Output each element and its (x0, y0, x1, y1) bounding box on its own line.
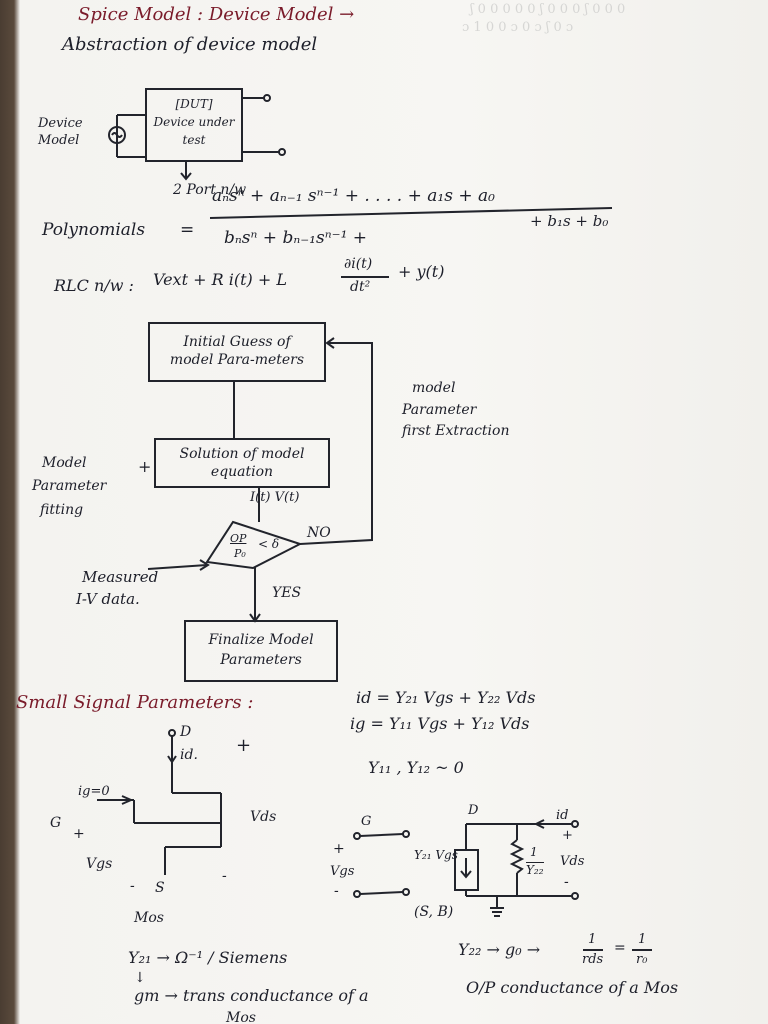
dut-box-title: [DUT] (175, 97, 213, 111)
flow-box-finalize: Finalize Model Parameters (184, 620, 338, 682)
mos-plus-top: + (236, 735, 252, 756)
two-port-label: 2 Port n/w (173, 182, 247, 198)
ac-source-icon (108, 126, 126, 144)
dut-box: [DUT] Device under test (145, 88, 243, 162)
right-note-line: first Extraction (402, 423, 510, 439)
mos-vds-label: Vds (250, 809, 277, 825)
equiv-gate-label: G (361, 814, 372, 829)
diamond-op: OP (230, 532, 247, 545)
left-note-line: fitting (40, 502, 84, 518)
equiv-minus: - (334, 883, 339, 899)
small-signal-eq: Y₁₁ , Y₁₂ ~ 0 (368, 758, 464, 777)
frac2-num: 1 (638, 932, 647, 947)
left-note-plus: + (138, 457, 152, 476)
polynomial-denominator-tail: + b₁s + b₀ (530, 212, 609, 230)
op-conductance: O/P conductance of a Mos (466, 978, 679, 997)
flow-box-text: Solution of model (179, 446, 305, 462)
mos-label: Mos (134, 910, 164, 926)
diamond-p0: P₀ (234, 547, 246, 560)
flow-box-text: Finalize Model (208, 632, 314, 648)
right-note-line: Parameter (402, 402, 477, 418)
mos-ig-label: ig=0 (78, 784, 110, 799)
resistor-icon (509, 839, 525, 874)
small-signal-eq: ig = Y₁₁ Vgs + Y₁₂ Vds (350, 714, 530, 733)
equiv-drain-label: D (468, 803, 479, 818)
left-note-line: Parameter (32, 478, 107, 494)
no-label: NO (307, 525, 331, 541)
mos-plus-left: + (73, 826, 85, 842)
equiv-sb-label: (S, B) (414, 904, 454, 920)
frac2-den: r₀ (636, 952, 648, 967)
small-signal-eq: id = Y₂₁ Vgs + Y₂₂ Vds (356, 688, 536, 707)
yes-label: YES (272, 585, 302, 601)
rlc-fraction-den: dt² (350, 279, 371, 295)
dut-box-line: Device under (153, 115, 235, 129)
equiv-frac-den: Y₂₂ (526, 862, 544, 877)
flow-box-text: equation (210, 464, 274, 480)
small-signal-title: Small Signal Parameters : (16, 692, 254, 713)
mos-drain-label: D (180, 724, 192, 740)
measured-line: Measured (82, 568, 159, 586)
gm-definition: gm → trans conductance of a (134, 986, 369, 1005)
flow-box-text: Initial Guess of (183, 334, 291, 350)
mos-cut-off: Mos (226, 1010, 256, 1024)
y21-units: Y₂₁ → Ω⁻¹ / Siemens (128, 948, 288, 967)
left-note-line: Model (42, 455, 87, 471)
polynomial-numerator: aₙsⁿ + aₙ₋₁ sⁿ⁻¹ + . . . . + a₁s + a₀ (212, 186, 495, 206)
rlc-fraction-num: ∂i(t) (344, 256, 373, 272)
polynomials-label: Polynomials (42, 220, 146, 240)
equiv-vgs: Vgs (330, 864, 355, 879)
bleed-through-text: ʃ 0 0 0 0 0 ʃ 0 0 0 ʃ 0 0 0 (470, 2, 626, 17)
flow-box-solution: Solution of model equation (154, 438, 330, 488)
mos-gate-label: G (50, 815, 62, 831)
equiv-y21vgs: Y₂₁ Vgs (414, 848, 458, 862)
frac1-den: rds (582, 952, 604, 967)
page-heading: Spice Model : Device Model → (78, 4, 355, 25)
bleed-through-text: ɔ 1 0 0 ɔ 0 ɔ ʃ 0 ɔ (462, 20, 574, 35)
flow-box-initial-guess: Initial Guess of model Para-meters (148, 322, 326, 382)
measured-line: I-V data. (76, 590, 140, 608)
flow-box-text: model Para-meters (169, 352, 305, 368)
rlc-expression: Vext + R i(t) + L (153, 270, 287, 289)
polynomial-denominator: bₙsⁿ + bₙ₋₁sⁿ⁻¹ + (224, 228, 368, 248)
mos-minus-right: - (222, 868, 227, 884)
equiv-plus-right: + (562, 828, 573, 843)
equiv-id-label: id (556, 808, 569, 823)
equiv-minus-right: - (564, 874, 569, 890)
dut-box-line: test (182, 133, 206, 147)
decision-diamond (205, 520, 303, 570)
device-model-label: Device Model (38, 116, 83, 148)
footer-equals: = (614, 940, 626, 956)
mos-id-label: id. (180, 747, 198, 763)
page-subheading: Abstraction of device model (62, 34, 318, 55)
iv-label: I(t) V(t) (250, 490, 300, 505)
equals-sign: = (180, 220, 195, 240)
rlc-expression-tail: + y(t) (398, 262, 445, 281)
down-arrow-icon: ↓ (134, 970, 146, 986)
mos-vgs-label: Vgs (86, 856, 113, 872)
right-note-line: model (412, 380, 456, 396)
flow-box-text: Parameters (220, 652, 302, 668)
y22-relation: Y₂₂ → g₀ → (458, 940, 541, 959)
equiv-plus: + (333, 841, 345, 857)
rlc-label: RLC n/w : (54, 276, 134, 295)
equiv-frac-num: 1 (530, 845, 538, 859)
equiv-vds: Vds (560, 854, 585, 869)
mos-minus-left: - (130, 878, 135, 894)
diamond-delta: < δ (258, 537, 280, 551)
frac1-num: 1 (588, 932, 597, 947)
mos-source-label: S (155, 880, 165, 896)
